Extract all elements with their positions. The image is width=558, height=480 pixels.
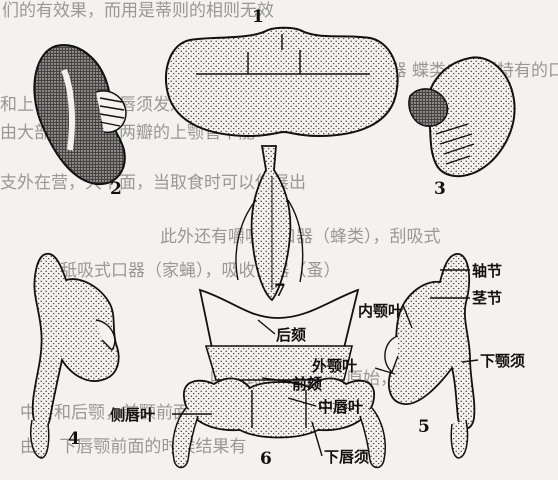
label-waieye: 外颚叶 (311, 357, 357, 375)
labrum-drawing (166, 28, 397, 136)
label-houke: 后颏 (276, 326, 306, 344)
label-jingjie: 茎节 (472, 289, 502, 307)
figure-number-2: 2 (110, 179, 122, 199)
label-xiachunxu: 下唇须 (324, 448, 369, 466)
figure-number-4: 4 (68, 429, 80, 449)
figure-number-3: 3 (434, 179, 446, 199)
left-maxilla-drawing (31, 254, 119, 458)
left-mandible-drawing (34, 45, 126, 184)
label-zhongchunye: 中唇叶 (318, 398, 363, 416)
label-zhoujie: 轴节 (472, 262, 502, 280)
label-xiaxuxu: 下颚须 (480, 352, 525, 370)
figure-number-6: 6 (260, 449, 272, 469)
label-cechunye: 侧唇叶 (110, 406, 155, 424)
bg-line-11: 由 ，下唇颚前面的时候结果有 (20, 437, 246, 457)
figure-number-1: 1 (252, 7, 264, 27)
label-neieye: 内颚叶 (358, 302, 403, 320)
figure-number-7: 7 (274, 281, 286, 301)
bg-line-1: 们的有效果，而用是蒂则的相则无效 (2, 1, 274, 21)
label-qianke: 前颏 (292, 375, 322, 393)
figure-number-5: 5 (418, 417, 430, 437)
bg-line-7: 舐吸式口器（家蝇），吸收口器（蚤） (60, 261, 341, 281)
